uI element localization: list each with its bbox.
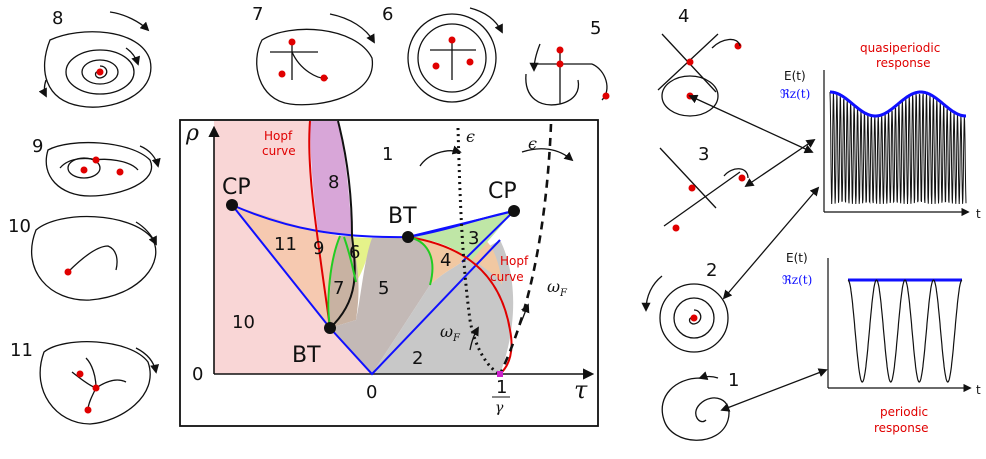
gamma-point [497,371,503,377]
region-9-label: 9 [313,238,324,259]
region-11-label: 11 [274,234,297,255]
omega-arrow-1 [469,326,479,351]
origin-y-tick: 0 [192,364,203,385]
top-x-label: t [976,207,981,221]
hopf-curve-right [407,236,513,375]
omega-label-2: ω [547,277,560,296]
region-7-label: 7 [333,278,344,299]
rotation-arrow-1 [419,145,462,167]
bifurcation-diagram: ρ τ 0 0 1 γ ϵ ϵ ω F ω F CP CP BT BT Hopf… [179,119,599,427]
homoclinic-curve [329,120,356,329]
omega-arrow-2 [519,303,530,326]
omega-sub-1: F [452,333,461,344]
green-curve-mid [343,236,357,283]
x-axis-label: τ [574,376,588,404]
bt-point-top [402,231,414,243]
top-y-label: E(t) [784,69,806,83]
bottom-title-line2: response [874,421,929,435]
svg-text:1: 1 [728,370,739,391]
bt-label-bottom: BT [292,343,321,368]
portrait-5: 5 [525,18,610,106]
hopf-left-line2: curve [262,144,296,158]
region-4-label: 4 [440,250,451,271]
periodic-response-plot: E(t) ℜz(t) t periodic response [782,251,981,435]
region-2-label: 2 [412,348,423,369]
portrait-6: 6 [382,4,503,103]
bottom-envelope-label: ℜz(t) [782,273,812,287]
top-title-line2: response [876,56,931,70]
quasiperiodic-response-plot: quasiperiodic response E(t) ℜz(t) t [780,41,981,221]
gamma-tick-numerator: 1 [496,377,507,398]
top-title-line1: quasiperiodic [860,41,940,55]
svg-text:5: 5 [590,18,601,39]
portrait-3: 3 [659,144,749,232]
epsilon-label-1: ϵ [466,127,475,146]
svg-text:6: 6 [382,4,393,25]
region-5-label: 5 [378,278,389,299]
portrait-9: 9 [32,136,161,197]
rotation-arrow-2 [521,148,574,162]
cusp-point-left [226,199,238,211]
cp-label-left: CP [222,175,251,200]
bottom-title-line1: periodic [880,405,928,419]
hopf-right-line1: Hopf [500,254,529,268]
svg-text:4: 4 [678,6,689,27]
svg-text:8: 8 [52,8,63,29]
top-envelope-label: ℜz(t) [780,87,810,101]
fold-curve-left [231,204,501,376]
omega-label-1: ω [440,322,453,341]
y-axis-label: ρ [185,121,199,146]
portrait-1: 1 [661,370,739,441]
region-1-label: 1 [382,144,393,165]
portrait-4: 4 [657,6,742,117]
hopf-curve-left [308,120,331,329]
bt-point-bottom [324,322,336,334]
portrait-10: 10 [8,215,157,301]
region-3-label: 3 [468,228,479,249]
svg-text:2: 2 [706,260,717,281]
svg-text:11: 11 [10,340,33,361]
cp-label-right: CP [488,179,517,204]
region-5-fill [330,237,433,374]
gamma-tick-denominator: γ [495,400,504,416]
portrait-11: 11 [10,340,160,425]
svg-text:10: 10 [8,216,31,237]
bottom-y-label: E(t) [786,251,808,265]
region-6-label: 6 [349,242,360,263]
link-arrows [688,94,828,412]
portrait-7: 7 [252,4,375,106]
region-2-fill [372,240,514,374]
bottom-x-label: t [976,383,981,397]
bt-label-top: BT [388,204,417,229]
region-8-fill [310,121,352,236]
dashed-forcing-curve [498,123,553,375]
green-curve-left [327,235,341,329]
svg-text:7: 7 [252,4,263,25]
region-10-label: 10 [232,312,255,333]
cusp-point-right [508,205,520,217]
svg-text:9: 9 [32,136,43,157]
hopf-left-line1: Hopf [264,129,293,143]
omega-sub-2: F [559,288,568,299]
epsilon-label-2: ϵ [528,134,537,153]
origin-x-tick: 0 [366,382,377,403]
portrait-2: 2 [641,260,729,353]
svg-text:3: 3 [698,144,709,165]
portrait-8: 8 [38,8,152,108]
region-8-label: 8 [328,172,339,193]
hopf-right-line2: curve [490,270,524,284]
